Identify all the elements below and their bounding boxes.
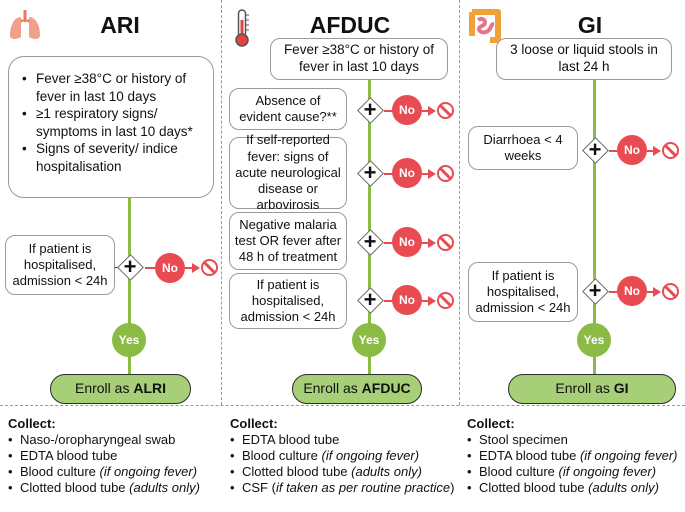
collect-item: Blood culture (if ongoing fever) [230,448,458,464]
arrowhead-icon [428,296,436,306]
collect-item: Clotted blood tube (adults only) [230,464,458,480]
no-connector [609,291,621,293]
afduc-check-cause: Absence of evident cause?** [229,88,347,130]
afduc-collect: Collect: EDTA blood tube Blood culture (… [230,416,458,496]
collect-title: Collect: [230,416,278,431]
no-entry-icon [437,292,454,309]
afduc-flow-line [368,80,371,378]
no-connector [384,110,396,112]
enroll-gi-button: Enroll as GI [508,374,676,404]
no-entry-icon [201,259,218,276]
no-badge: No [617,135,647,165]
arrowhead-icon [428,238,436,248]
ari-collect: Collect: Naso-/oropharyngeal swab EDTA b… [8,416,220,496]
no-arrow [422,110,430,112]
ari-criteria-list: Fever ≥38°C or history of fever in last … [22,70,212,175]
plus-icon: + [363,287,377,312]
collect-item: Naso-/oropharyngeal swab [8,432,220,448]
afduc-title: AFDUC [309,12,391,38]
enroll-ari-button: Enroll as ALRI [50,374,191,404]
plus-icon: + [363,97,377,122]
no-connector [384,300,396,302]
afduc-check-hospital: If patient is hospitalised, admission < … [229,273,347,329]
ari-check-hospital: If patient is hospitalised, admission < … [5,235,115,295]
column-divider-2 [459,0,460,405]
ari-criterion: Signs of severity/ indice hospitalisatio… [22,140,212,175]
no-connector [384,242,396,244]
collect-item: Blood culture (if ongoing fever) [8,464,220,480]
no-connector [384,173,396,175]
yes-badge: Yes [112,323,146,357]
collect-item: EDTA blood tube [230,432,458,448]
thermometer-icon [232,8,252,48]
ari-criterion: ≥1 respiratory signs/ symptoms in last 1… [22,105,212,140]
no-entry-icon [437,234,454,251]
no-entry-icon [437,102,454,119]
afduc-criteria-box: Fever ≥38°C or history of fever in last … [270,38,448,80]
no-arrow [647,150,655,152]
arrowhead-icon [428,106,436,116]
no-badge: No [392,158,422,188]
plus-icon: + [363,160,377,185]
plus-icon: + [123,254,137,279]
arrowhead-icon [428,169,436,179]
collect-item: CSF (if taken as per routine practice) [230,480,458,496]
plus-icon: + [588,137,602,162]
afduc-check-malaria: Negative malaria test OR fever after 48 … [229,212,347,270]
collect-title: Collect: [467,416,515,431]
ari-title: ARI [100,12,140,38]
collect-item: Stool specimen [467,432,683,448]
no-arrow [422,242,430,244]
collect-divider [0,405,685,406]
gi-check-hospital: If patient is hospitalised, admission < … [468,262,578,322]
no-badge: No [617,276,647,306]
ari-criterion: Fever ≥38°C or history of fever in last … [22,70,212,105]
no-connector [145,267,157,269]
no-arrow [647,291,655,293]
yes-badge: Yes [352,323,386,357]
no-badge: No [392,95,422,125]
plus-icon: + [588,278,602,303]
no-badge: No [392,227,422,257]
no-arrow [422,173,430,175]
lungs-icon [8,8,42,42]
collect-title: Collect: [8,416,56,431]
yes-badge: Yes [577,323,611,357]
collect-item: EDTA blood tube (if ongoing fever) [467,448,683,464]
no-entry-icon [437,165,454,182]
no-connector [609,150,621,152]
plus-icon: + [363,229,377,254]
no-entry-icon [662,142,679,159]
intestine-icon [466,6,504,46]
no-badge: No [392,285,422,315]
arrowhead-icon [192,263,200,273]
arrowhead-icon [653,146,661,156]
collect-item: EDTA blood tube [8,448,220,464]
no-arrow [185,267,193,269]
no-arrow [422,300,430,302]
collect-item: Clotted blood tube (adults only) [467,480,683,496]
no-badge: No [155,253,185,283]
collect-item: Blood culture (if ongoing fever) [467,464,683,480]
enroll-afduc-button: Enroll as AFDUC [292,374,422,404]
afduc-check-neuro: If self-reported fever: signs of acute n… [229,132,347,212]
gi-check-diarrhoea: Diarrhoea < 4 weeks [468,126,578,170]
column-divider-1 [221,0,222,405]
gi-title: GI [577,12,603,38]
gi-collect: Collect: Stool specimen EDTA blood tube … [467,416,683,496]
no-entry-icon [662,283,679,300]
collect-item: Clotted blood tube (adults only) [8,480,220,496]
arrowhead-icon [653,287,661,297]
gi-criteria-box: 3 loose or liquid stools in last 24 h [496,38,672,80]
gi-flow-line [593,80,596,378]
ari-flow-line [128,198,131,378]
